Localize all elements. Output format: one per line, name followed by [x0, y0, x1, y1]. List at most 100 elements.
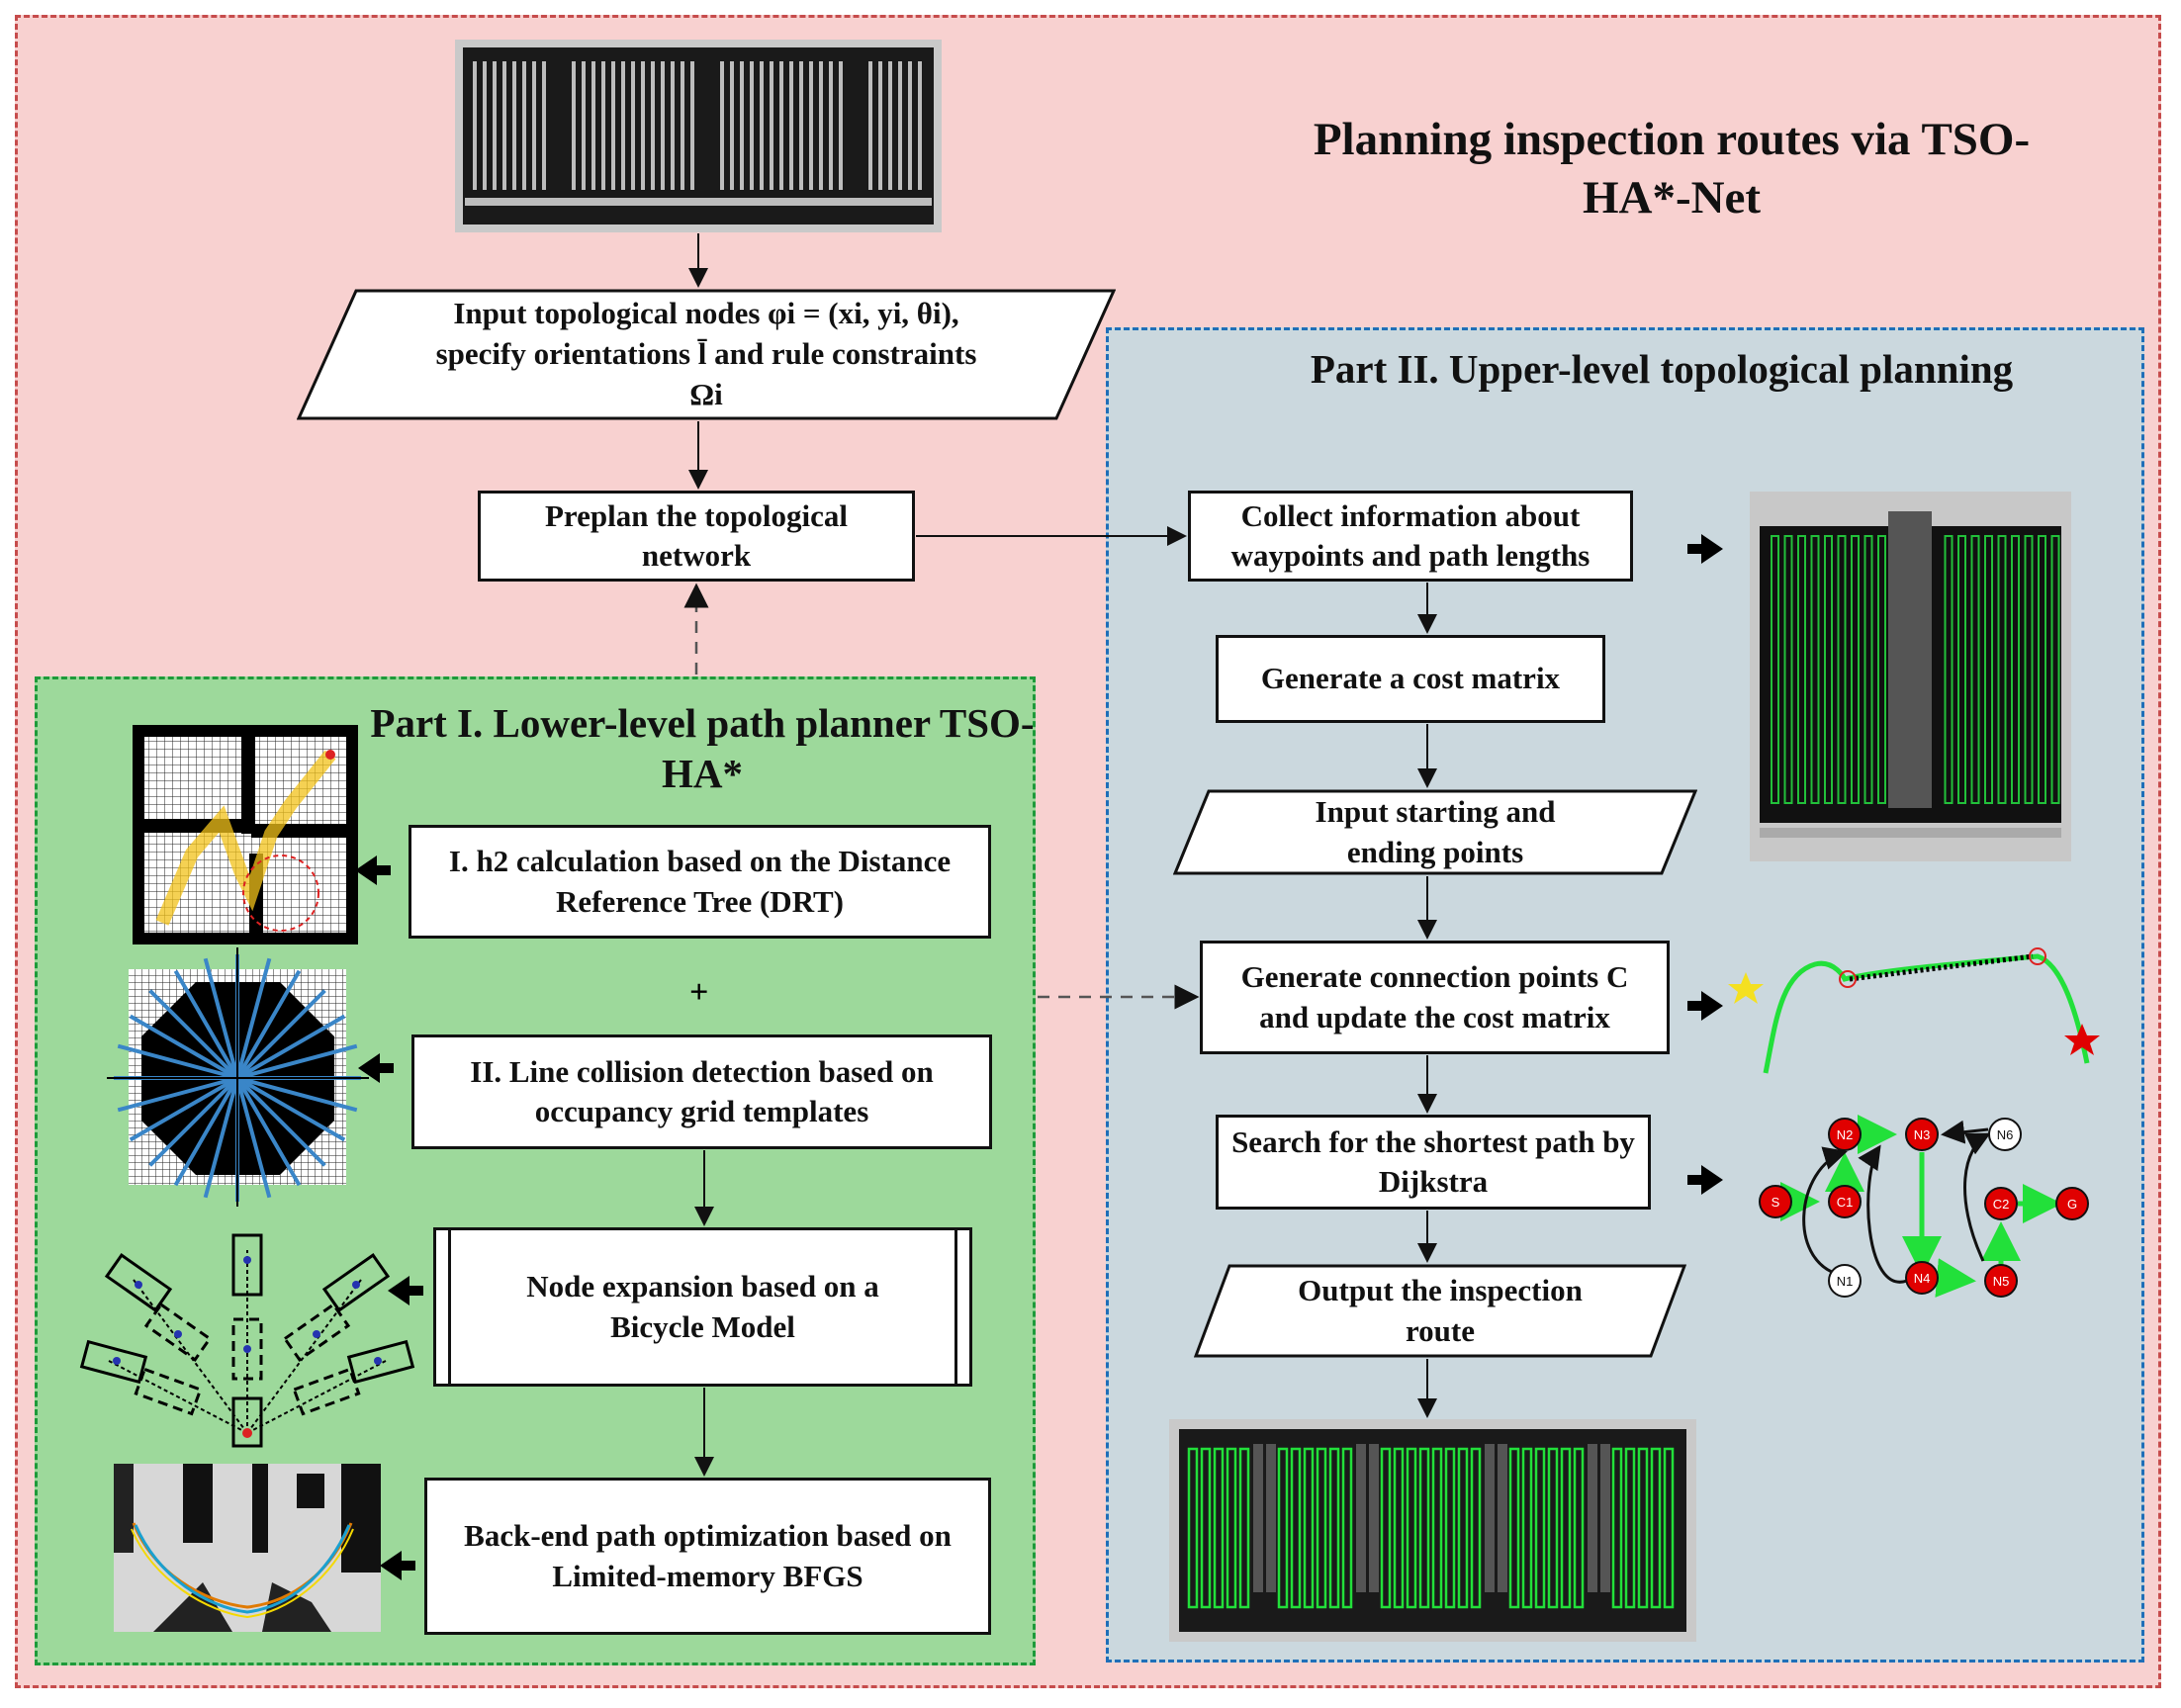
waypoint-lane: [1877, 535, 1886, 804]
waypoint-lane: [2050, 535, 2060, 804]
route-lane: [1213, 1447, 1225, 1609]
backend-optimization-box: Back-end path optimization based on Limi…: [424, 1478, 991, 1635]
map-stripe: [819, 61, 823, 190]
map-center-column: [1888, 511, 1932, 808]
map-stripe: [839, 61, 843, 190]
input-points-parallelogram: Input starting and ending points: [1173, 789, 1697, 875]
bold-arrow-to-curve-icon: [1687, 991, 1723, 1021]
bold-arrow-to-map2-icon: [1687, 534, 1723, 564]
route-lane: [1611, 1447, 1623, 1609]
route-lane: [1560, 1447, 1572, 1609]
waypoint-lane: [1797, 535, 1806, 804]
route-lane: [1650, 1447, 1662, 1609]
collision-ray: [148, 1076, 239, 1167]
graph-node-label: N4: [1914, 1271, 1931, 1286]
route-lane: [1316, 1447, 1327, 1609]
waypoint-lane: [1997, 535, 2007, 804]
cost-matrix-box: Generate a cost matrix: [1216, 635, 1605, 723]
graph-node: [2055, 1187, 2089, 1220]
plus-sign: +: [689, 974, 709, 1011]
route-lane: [1328, 1447, 1340, 1609]
waypoint-lane: [1863, 535, 1873, 804]
collision-ray: [173, 1076, 239, 1187]
waypoint-lane: [1851, 535, 1860, 804]
collision-ray: [235, 969, 302, 1079]
map-stripe: [512, 61, 516, 190]
output-route-image: [1169, 1419, 1696, 1642]
node-expansion-box: Node expansion based on a Bicycle Model: [433, 1227, 972, 1387]
map-stripe: [809, 61, 813, 190]
collision-ray: [235, 957, 272, 1079]
map-stripe: [730, 61, 734, 190]
route-lane: [1187, 1447, 1199, 1609]
map-stripe: [750, 61, 754, 190]
line-collision-box: II. Line collision detection based on oc…: [411, 1034, 992, 1149]
route-lane: [1444, 1447, 1456, 1609]
graph-node: [1759, 1185, 1792, 1218]
graph-node: [1988, 1118, 2022, 1151]
waypoint-lane: [1810, 535, 1820, 804]
collision-ray: [148, 989, 239, 1080]
bold-arrow-to-h2-icon: [355, 855, 391, 885]
route-lane: [1521, 1447, 1533, 1609]
map-stripe: [582, 61, 586, 190]
waypoint-lane: [1984, 535, 1993, 804]
main-title: Planning inspection routes via TSO-HA*-N…: [1276, 111, 2067, 227]
route-lane: [1624, 1447, 1636, 1609]
map-stripe: [779, 61, 783, 190]
route-lane: [1290, 1447, 1302, 1609]
collect-info-text: Collect information about waypoints and …: [1230, 497, 1590, 573]
part1-title: Part I. Lower-level path planner TSO-HA*: [370, 700, 1035, 797]
map-stripe: [651, 61, 655, 190]
map-stripe: [888, 61, 892, 190]
route-lane: [1200, 1447, 1212, 1609]
collision-template-image: [107, 947, 369, 1207]
graph-node-label: S: [1772, 1195, 1780, 1210]
line-collision-text: II. Line collision detection based on oc…: [470, 1053, 934, 1128]
output-route-parallelogram: Output the inspection route: [1194, 1264, 1686, 1358]
map-stripe: [522, 61, 526, 190]
cost-matrix-text: Generate a cost matrix: [1260, 661, 1561, 696]
collision-ray: [235, 989, 326, 1080]
route-column: [1485, 1444, 1495, 1592]
map-stripe: [601, 61, 605, 190]
map-stripe: [789, 61, 793, 190]
map-corridor: [1760, 828, 2061, 838]
route-lane: [1277, 1447, 1289, 1609]
collision-ray: [203, 1077, 239, 1199]
route-lane: [1573, 1447, 1585, 1609]
map-stripe: [898, 61, 902, 190]
map-stripe: [908, 61, 912, 190]
map-stripe: [770, 61, 773, 190]
bold-arrow-to-backend-icon: [380, 1551, 415, 1580]
waypoint-lane: [1824, 535, 1833, 804]
waypoint-lane: [2038, 535, 2046, 804]
waypoint-lane: [1957, 535, 1966, 804]
map-stripe: [740, 61, 744, 190]
bicycle-model-image: [79, 1233, 415, 1448]
bold-arrow-to-graph-icon: [1687, 1165, 1723, 1195]
map-stripe: [621, 61, 625, 190]
map-stripe: [690, 61, 694, 190]
route-lane: [1637, 1447, 1649, 1609]
waypoint-lane: [1944, 535, 1954, 804]
collision-ray: [129, 1014, 238, 1080]
route-lane: [1457, 1447, 1469, 1609]
collision-ray: [203, 957, 239, 1079]
graph-node-label: C1: [1837, 1195, 1854, 1210]
collision-ray: [236, 1076, 358, 1113]
route-lane: [1547, 1447, 1559, 1609]
map-stripe: [542, 61, 546, 190]
map-stripe: [671, 61, 675, 190]
map-stripe: [878, 61, 882, 190]
waypoint-lane: [2024, 535, 2034, 804]
graph-node-label: N1: [1837, 1274, 1854, 1289]
graph-node: [1905, 1118, 1939, 1151]
route-lane: [1303, 1447, 1315, 1609]
graph-node-label: N6: [1997, 1127, 2014, 1142]
route-lane: [1380, 1447, 1392, 1609]
route-lane: [1508, 1447, 1520, 1609]
input-nodes-parallelogram: Input topological nodes φi = (xi, yi, θi…: [297, 289, 1116, 420]
collision-ray: [236, 1043, 358, 1080]
waypoint-lane: [1837, 535, 1847, 804]
